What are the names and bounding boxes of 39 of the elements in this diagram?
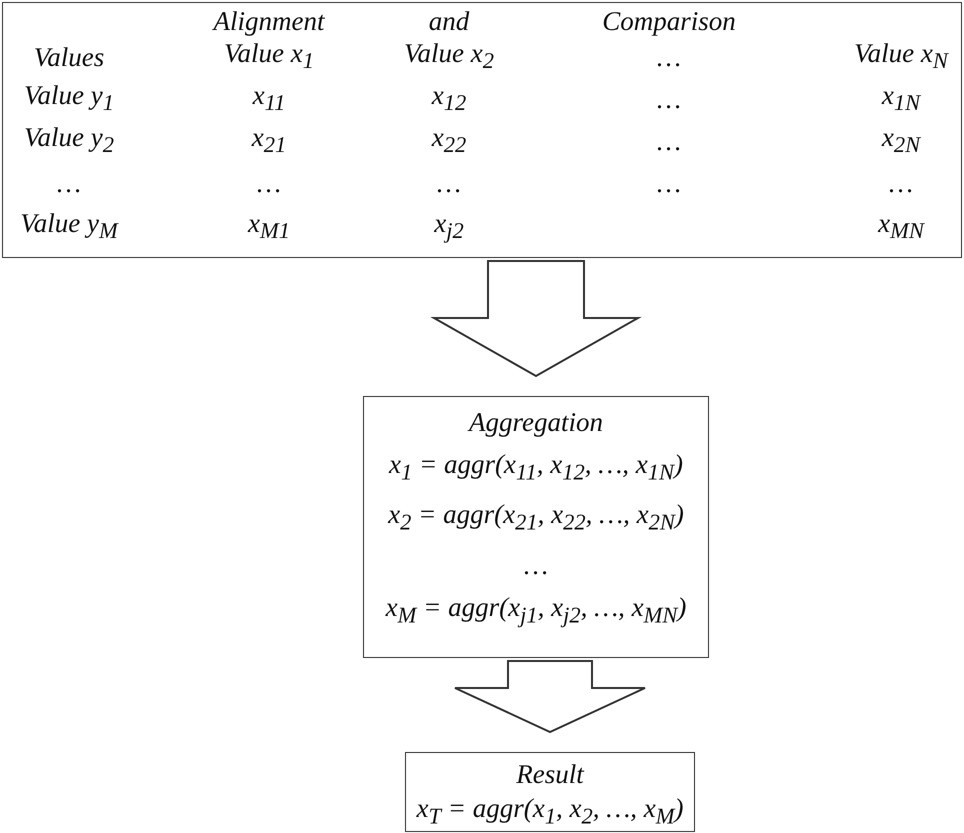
table-header: Comparison xyxy=(602,5,736,37)
table-cell: Values xyxy=(34,41,104,73)
table-cell: … xyxy=(657,41,681,73)
table-cell-text: x$_{1N}$ xyxy=(882,78,920,118)
table-cell: … xyxy=(257,167,281,199)
process-box xyxy=(363,396,709,658)
table-cell: … xyxy=(657,83,681,115)
box-heading: Result xyxy=(515,758,586,791)
table-cell-text: Value y$_{2}$ xyxy=(24,120,114,160)
table-box xyxy=(2,2,962,258)
box-heading: Aggregation xyxy=(466,406,604,439)
table-cell-text: Value y$_{M}$ xyxy=(20,206,118,246)
formula: x$_{T}$ = aggr(x$_{1}$, x$_{2}$, …, x$_{M}$) xyxy=(415,792,684,830)
table-cell-text: Value y$_{1}$ xyxy=(24,78,114,118)
table-header: and xyxy=(428,5,470,37)
table-cell-text: x$_{11}$ xyxy=(252,78,286,118)
table-cell: … xyxy=(57,167,81,199)
table-cell-text: x$_{2N}$ xyxy=(882,120,920,160)
table-cell: … xyxy=(437,167,461,199)
table-cell: … xyxy=(657,125,681,157)
table-header: Alignment xyxy=(214,5,324,37)
table-cell-text: x$_{j2}$ xyxy=(434,206,464,246)
table-cell-text: Value x$_{2}$ xyxy=(404,36,494,76)
formula: … xyxy=(522,548,549,582)
table-cell-text: x$_{22}$ xyxy=(432,120,466,160)
table-cell: … xyxy=(657,167,681,199)
table-cell-text: x$_{12}$ xyxy=(432,78,466,118)
formula: x$_{2}$ = aggr(x$_{21}$, x$_{22}$, …, x$_{2N}$) xyxy=(386,498,685,537)
process-box xyxy=(405,752,695,832)
block-arrow xyxy=(454,660,646,734)
formula: x$_{1}$ = aggr(x$_{11}$, x$_{12}$, …, x$_{1N}$) xyxy=(388,448,684,486)
table-cell-text: x$_{MN}$ xyxy=(878,206,924,246)
table-cell-text: x$_{21}$ xyxy=(252,120,286,160)
table-cell: … xyxy=(889,167,913,199)
formula: x$_{M}$ = aggr(x$_{j1}$, x$_{j2}$, …, x$_{MN}$) xyxy=(384,590,688,630)
table-cell-text: Value x$_{N}$ xyxy=(854,36,948,76)
table-cell-text: x$_{M1}$ xyxy=(248,206,290,246)
table-cell-text: Value x$_{1}$ xyxy=(224,36,314,76)
block-arrow xyxy=(430,260,642,378)
